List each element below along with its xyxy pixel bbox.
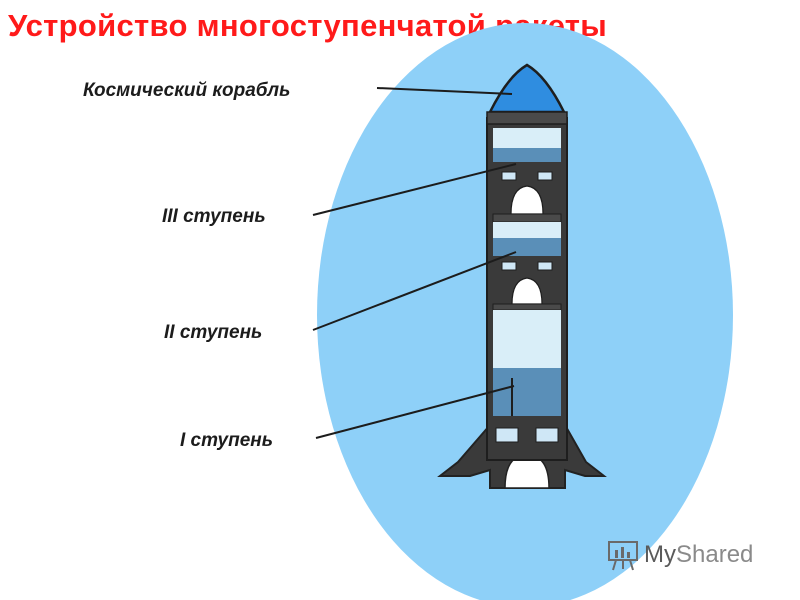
leader-line-stage-2 bbox=[312, 251, 517, 331]
stage-2 bbox=[493, 222, 561, 305]
leader-line-stage-3 bbox=[312, 163, 517, 216]
leader-line-stage-1 bbox=[315, 385, 515, 439]
label-stage-3: III ступень bbox=[162, 206, 266, 227]
nose-ring bbox=[486, 111, 568, 125]
watermark-my: My bbox=[644, 541, 676, 568]
spacecraft-nose-cone bbox=[487, 63, 567, 114]
stage-3 bbox=[493, 128, 561, 215]
watermark-shared: Shared bbox=[676, 541, 754, 568]
label-stage-2: II ступень bbox=[164, 322, 262, 343]
watermark: MyShared bbox=[606, 538, 753, 572]
interstage-3-2 bbox=[492, 213, 562, 223]
stage-1 bbox=[493, 310, 561, 443]
label-spacecraft: Космический корабль bbox=[83, 80, 290, 101]
label-stage-1: I ступень bbox=[180, 430, 273, 451]
interstage-2-1 bbox=[492, 303, 562, 311]
leader-line-spacecraft bbox=[376, 87, 513, 95]
presentation-board-icon bbox=[608, 541, 638, 571]
rocket bbox=[437, 63, 607, 489]
